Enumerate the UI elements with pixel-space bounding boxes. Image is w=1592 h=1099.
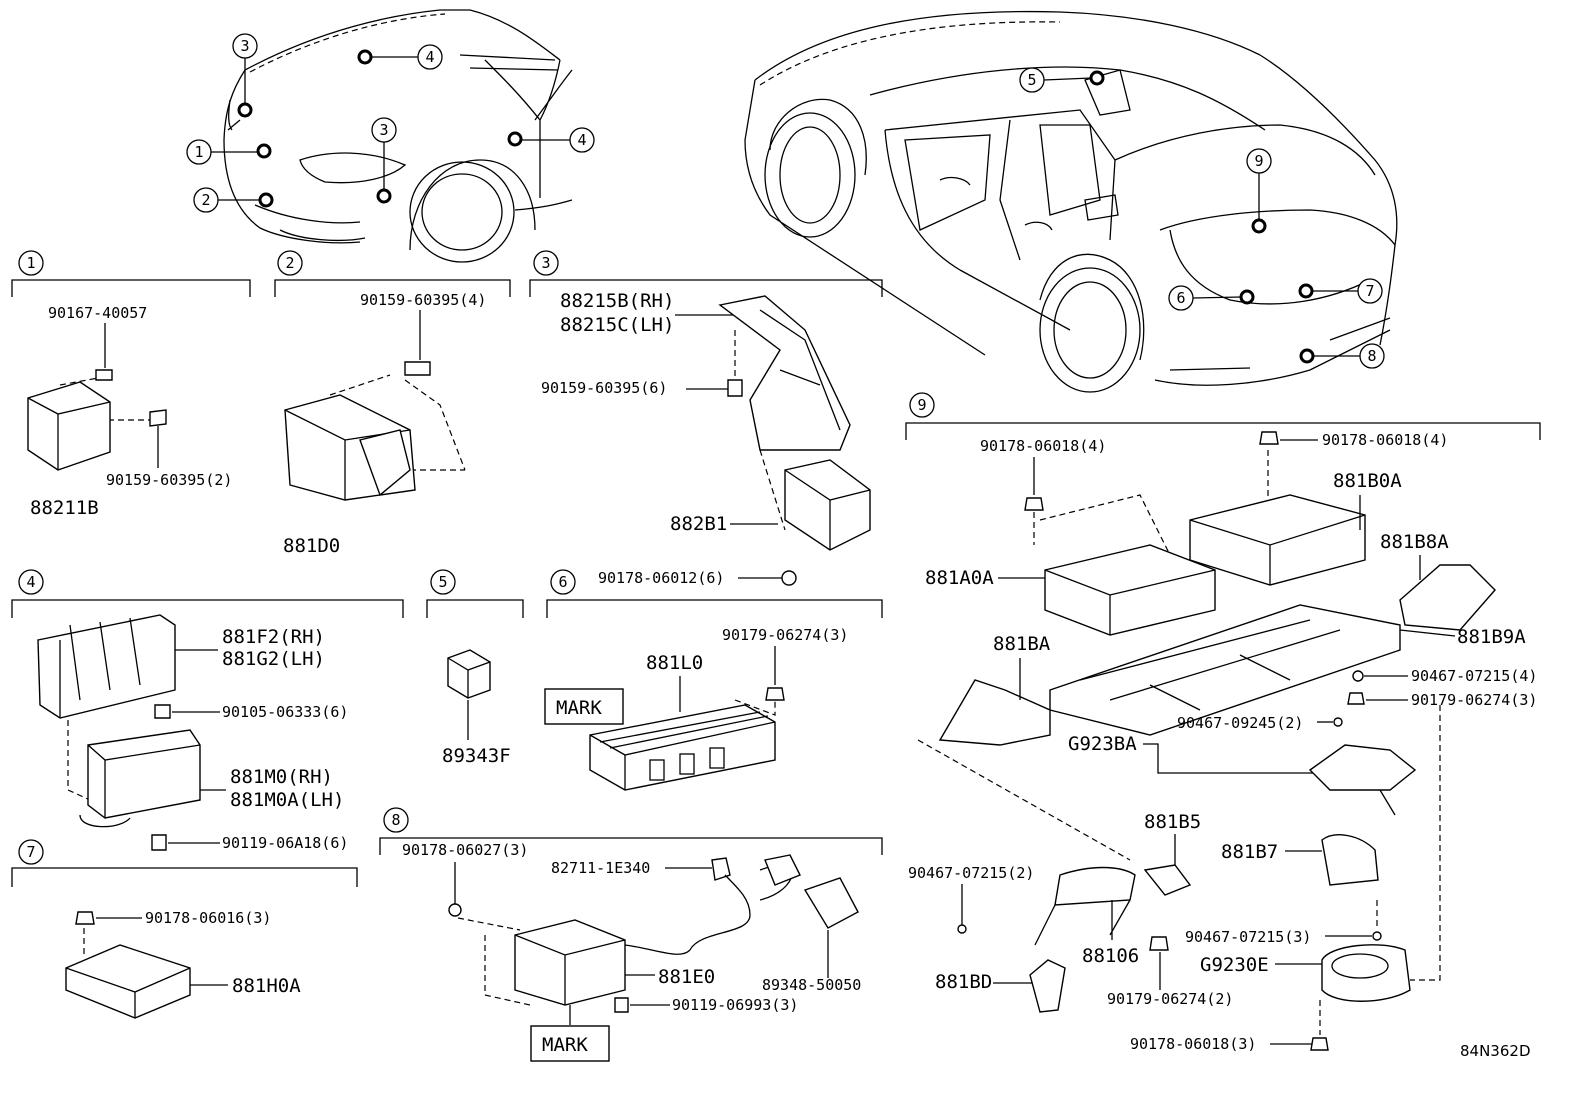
s9-bracket-label: G923BA (1068, 733, 1137, 755)
s8-bolt-label: 90119-06993(3) (672, 996, 798, 1014)
s9-nut-c-label: 90179-06274(3) (1411, 691, 1537, 709)
svg-text:1: 1 (26, 254, 35, 272)
s6-nut-label: 90179-06274(3) (722, 626, 848, 644)
s9-clip-d-label: 90467-07215(3) (1185, 928, 1311, 946)
s4-cover-rh-label: 881F2(RH) (222, 626, 325, 648)
rear-car-illustration (744, 10, 1398, 393)
callout-3b: 3 (379, 121, 388, 139)
s1-bolt2-label: 90159-60395(2) (106, 471, 232, 489)
s8-nut-label: 90178-06027(3) (402, 841, 528, 859)
s9-nut-a-label: 90178-06018(4) (980, 437, 1106, 455)
s7-part-label: 881H0A (232, 975, 301, 997)
s6-part-label: 881L0 (646, 652, 703, 674)
callout-4b: 4 (577, 131, 586, 149)
callout-3a: 3 (240, 37, 249, 55)
s2-bolt-label: 90159-60395(4) (360, 291, 486, 309)
s4-part-lh-label: 881M0A(LH) (230, 789, 344, 811)
s1-bolt1-label: 90167-40057 (48, 304, 147, 322)
svg-text:5: 5 (438, 573, 447, 591)
section-3: 3 88215B(RH) 88215C(LH) 90159-60395(6) 8… (529, 250, 883, 587)
s8-connector-label: 82711-1E340 (551, 859, 650, 877)
section-6: 6 90179-06274(3) 881L0 MARK (544, 569, 883, 791)
diagram-code: 84N362D (1460, 1042, 1531, 1060)
s9-duct-c-label: 881BA (993, 633, 1051, 655)
s4-part-rh-label: 881M0(RH) (230, 766, 333, 788)
s8-part-label: 881E0 (658, 966, 715, 988)
section-4: 4 881F2(RH) 881G2(LH) 90105-06333(6) 881… (11, 569, 404, 852)
s3-bracket-lh-label: 88215C(LH) (560, 314, 674, 336)
section-7: 7 90178-06016(3) 881H0A (11, 839, 358, 1019)
callout-7: 7 (1365, 282, 1374, 300)
s9-ecu-b-label: 881A0A (925, 567, 994, 589)
section-5: 5 89343F (426, 569, 524, 767)
s9-duct-b-label: 881B9A (1457, 626, 1526, 648)
callout-6: 6 (1176, 289, 1185, 307)
section-1: 1 90167-40057 90159-60395(2) 88211B (11, 250, 251, 519)
s9-duct-a-label: 881B8A (1380, 531, 1449, 553)
s9-clip-c-label: 90467-07215(2) (908, 864, 1034, 882)
s4-bolt2-label: 90119-06A18(6) (222, 834, 348, 852)
section-8: 8 90178-06027(3) 82711-1E340 89348-50050… (379, 807, 883, 1062)
s8-clip-label: 89348-50050 (762, 976, 861, 994)
s3-bracket-rh-label: 88215B(RH) (560, 290, 674, 312)
s6-mark-label: MARK (556, 697, 602, 719)
s9-clip-a-label: 90467-07215(4) (1411, 667, 1537, 685)
s9-fan-label: G9230E (1200, 954, 1269, 976)
s9-nut-d-label: 90179-06274(2) (1107, 990, 1233, 1008)
callout-4a: 4 (425, 48, 434, 66)
callout-8: 8 (1367, 347, 1376, 365)
s9-ecu-a-label: 881B0A (1333, 470, 1402, 492)
s8-mark-label: MARK (542, 1034, 588, 1056)
s5-part-label: 89343F (442, 745, 511, 767)
s6-mark-box (544, 688, 624, 725)
callout-1: 1 (194, 143, 203, 161)
svg-text:8: 8 (391, 811, 400, 829)
svg-text:2: 2 (285, 254, 294, 272)
s9-part-106-label: 88106 (1082, 945, 1139, 967)
section-9: 9 90178-06018(4) 90178-06018(4) 881B0A 8… (905, 392, 1541, 1053)
s9-clip-b-label: 90467-09245(2) (1177, 714, 1303, 732)
callout-2: 2 (201, 191, 210, 209)
s3-bolt-label: 90159-60395(6) (541, 379, 667, 397)
s9-part-b5-label: 881B5 (1144, 811, 1201, 833)
s8-mark-box (530, 1025, 610, 1062)
s4-cover-lh-label: 881G2(LH) (222, 648, 325, 670)
svg-text:4: 4 (26, 573, 35, 591)
s3-nut-label: 90178-06012(6) (598, 569, 724, 587)
s4-bolt1-label: 90105-06333(6) (222, 703, 348, 721)
location-callouts: 1 2 3 3 4 4 5 6 7 8 9 (186, 33, 1385, 369)
section-2: 2 90159-60395(4) 881D0 (274, 250, 511, 557)
s9-part-bd-label: 881BD (935, 971, 992, 993)
s9-nut-b-label: 90178-06018(4) (1322, 431, 1448, 449)
s2-part-label: 881D0 (283, 535, 340, 557)
svg-text:9: 9 (917, 396, 926, 414)
s7-nut-label: 90178-06016(3) (145, 909, 271, 927)
s3-part-label: 882B1 (670, 513, 727, 535)
s9-part-b7-label: 881B7 (1221, 841, 1278, 863)
svg-text:6: 6 (558, 573, 567, 591)
callout-9: 9 (1254, 152, 1263, 170)
s1-part-label: 88211B (30, 497, 99, 519)
svg-text:7: 7 (26, 843, 35, 861)
callout-5: 5 (1027, 71, 1036, 89)
s9-nut-e-label: 90178-06018(3) (1130, 1035, 1256, 1053)
svg-text:3: 3 (541, 254, 550, 272)
